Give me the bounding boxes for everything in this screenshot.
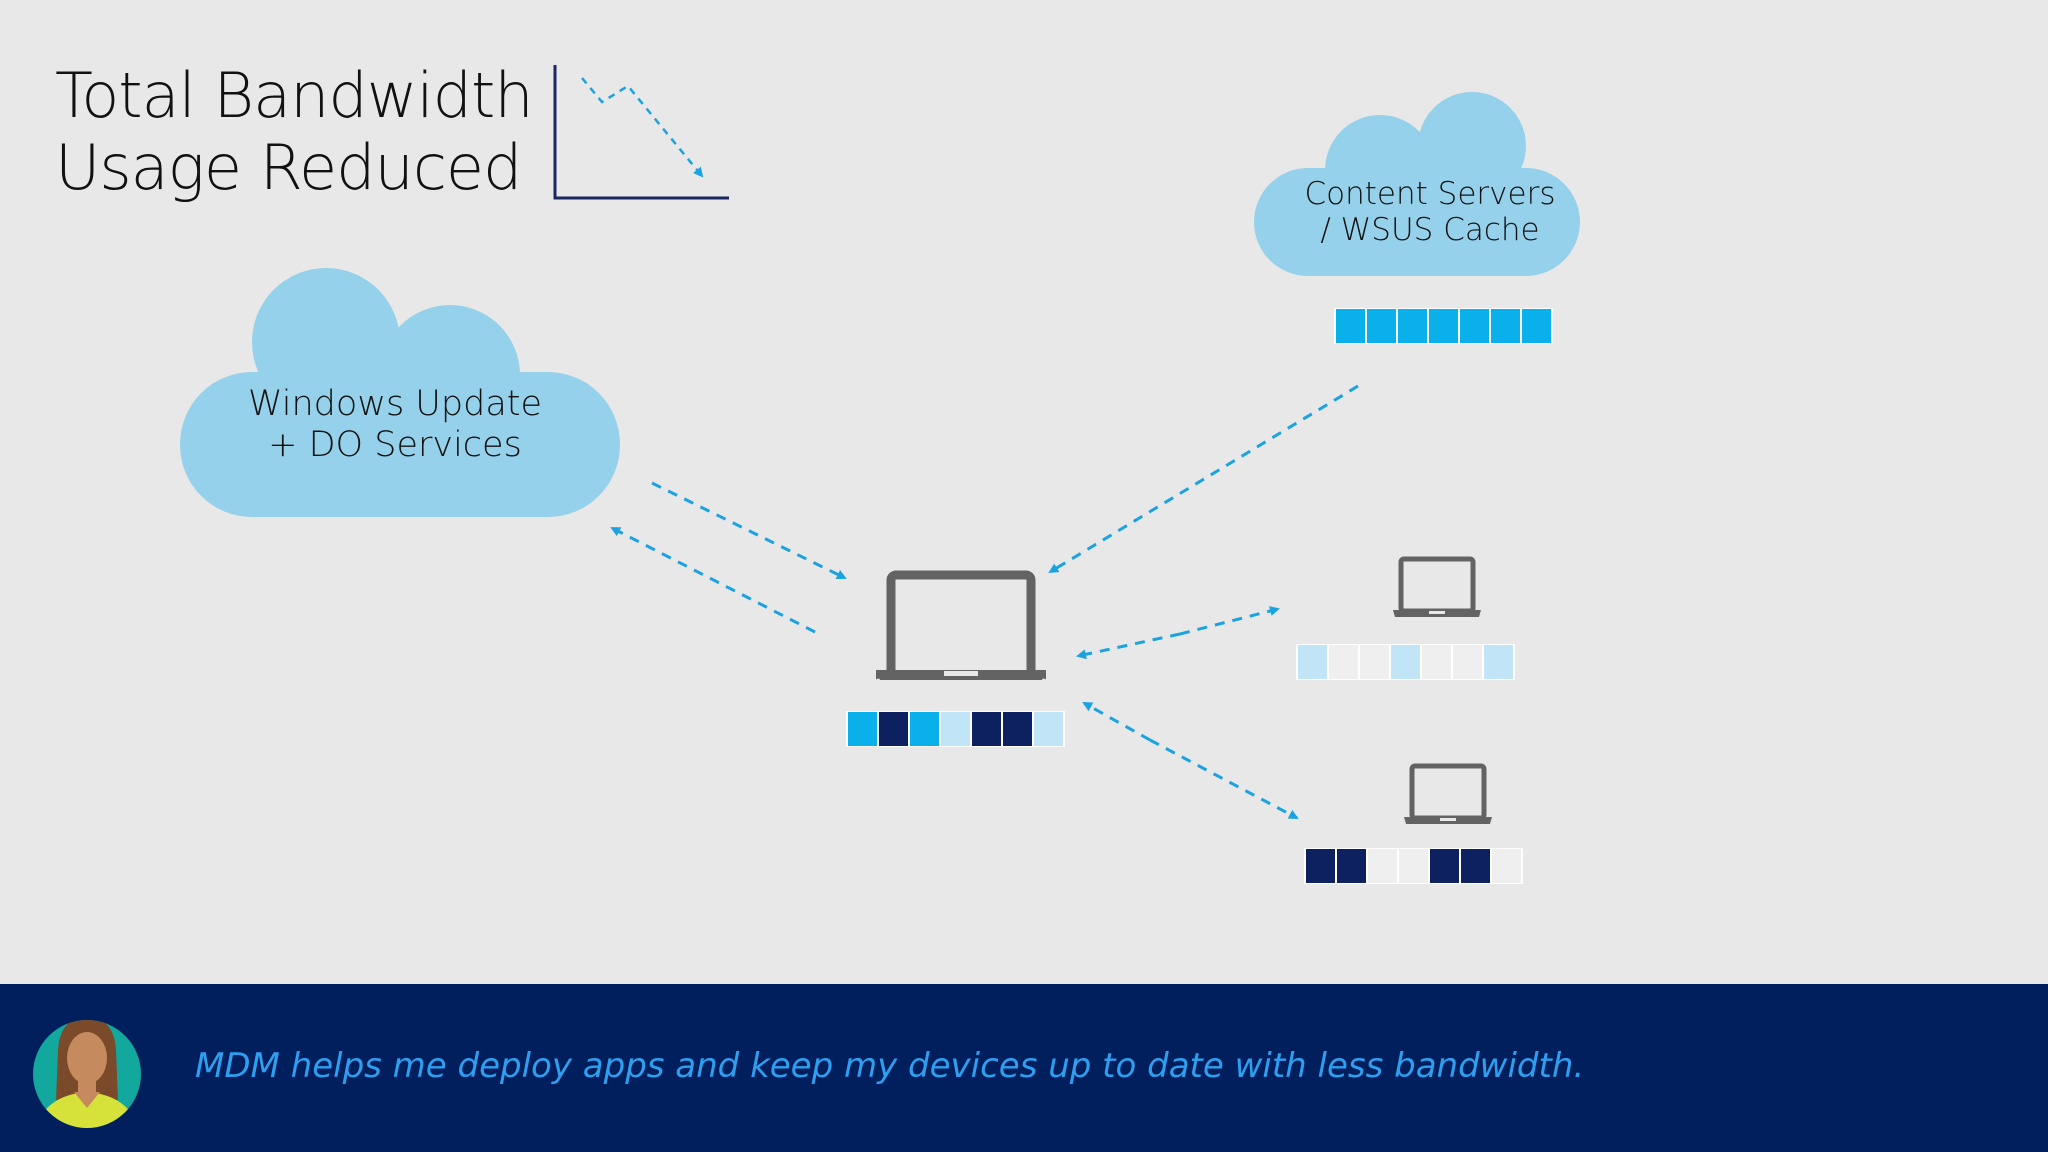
segment-block-bright (1491, 309, 1520, 343)
segment-block-light (1484, 645, 1513, 679)
segment-block-empty (1453, 645, 1482, 679)
main-laptop-segment-bar (846, 711, 1065, 747)
segment-block-dark (1003, 712, 1032, 746)
arrow-laptop-to-peer2-back (1082, 701, 1151, 742)
segment-block-empty (1368, 849, 1397, 883)
segment-block-empty (1422, 645, 1451, 679)
segment-block-light (1034, 712, 1063, 746)
footer-quote: MDM helps me deploy apps and keep my dev… (195, 1046, 1585, 1086)
segment-block-bright (1522, 309, 1551, 343)
segment-block-bright (848, 712, 877, 746)
peer-laptop-2-segment-bar (1304, 848, 1523, 884)
segment-block-empty (1399, 849, 1428, 883)
windows-update-line-2: + DO Services (268, 425, 522, 465)
arrow-servers-to-laptop (1048, 384, 1359, 574)
segment-block-dark (1461, 849, 1490, 883)
segment-block-bright (1429, 309, 1458, 343)
arrow-laptop-to-cloud (610, 526, 816, 634)
segment-block-dark (1430, 849, 1459, 883)
segment-block-bright (1336, 309, 1365, 343)
arrow-peer1-to-laptop (1076, 632, 1181, 660)
content-servers-line-2: / WSUS Cache (1320, 212, 1540, 248)
segment-block-dark (879, 712, 908, 746)
segment-block-dark (972, 712, 1001, 746)
title-line-2: Usage Reduced (55, 131, 522, 204)
segment-block-light (941, 712, 970, 746)
segment-block-empty (1492, 849, 1521, 883)
peer-laptop-1-segment-bar (1296, 644, 1515, 680)
windows-update-label: Windows Update + DO Services (230, 384, 560, 466)
content-servers-line-1: Content Servers (1304, 176, 1556, 212)
segment-block-bright (1460, 309, 1489, 343)
segment-block-dark (1337, 849, 1366, 883)
segment-block-bright (1398, 309, 1427, 343)
segment-block-empty (1329, 645, 1358, 679)
segment-block-dark (1306, 849, 1335, 883)
content-servers-cloud (1254, 92, 1580, 276)
peer-laptop-2-icon (1404, 763, 1492, 824)
segment-block-light (1298, 645, 1327, 679)
segment-block-empty (1360, 645, 1389, 679)
connection-arrows (610, 384, 1359, 820)
segment-block-bright (1367, 309, 1396, 343)
content-servers-segment-bar (1334, 308, 1553, 344)
footer-band (0, 984, 2048, 1152)
peer-laptop-1-icon (1393, 556, 1481, 617)
title-line-1: Total Bandwidth (55, 59, 534, 132)
page-title: Total Bandwidth Usage Reduced (55, 59, 534, 204)
windows-update-cloud (180, 268, 620, 517)
person-avatar-icon (33, 1020, 141, 1128)
trend-down-chart-icon (553, 65, 729, 200)
arrow-laptop-to-peer2 (1149, 738, 1299, 820)
content-servers-label: Content Servers / WSUS Cache (1290, 176, 1570, 248)
segment-block-light (1391, 645, 1420, 679)
windows-update-line-1: Windows Update (247, 384, 543, 424)
segment-block-bright (910, 712, 939, 746)
main-laptop-icon (876, 570, 1046, 680)
arrow-laptop-to-peer1 (1179, 606, 1280, 636)
